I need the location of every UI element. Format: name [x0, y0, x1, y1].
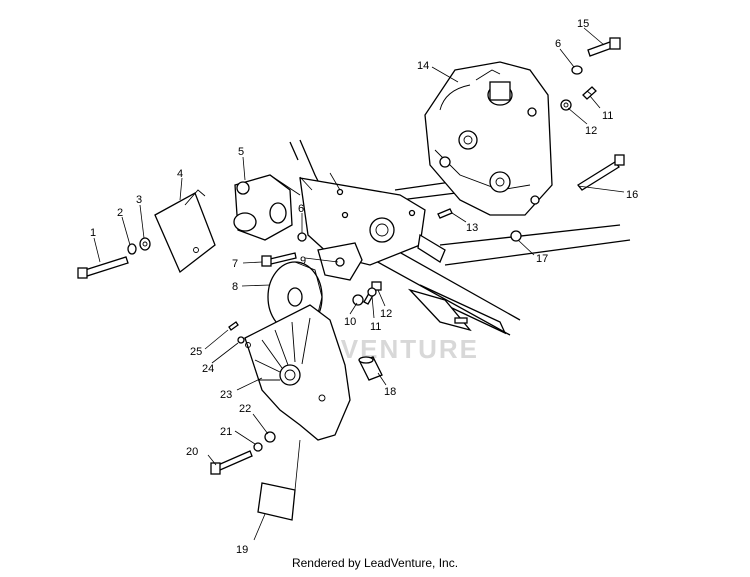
bolt-7 — [261, 252, 297, 267]
callout-14: 14 — [417, 60, 429, 72]
bolt-1 — [77, 256, 129, 279]
callout-6-right: 6 — [555, 38, 561, 50]
callout-11-lower: 11 — [370, 321, 381, 333]
callout-24: 24 — [202, 363, 214, 375]
callout-9: 9 — [300, 255, 306, 267]
bolt-15 — [587, 37, 621, 57]
bolt-20 — [210, 450, 253, 475]
bolt-11-upper — [582, 86, 597, 100]
callout-labels: 1 2 3 4 5 6 6 7 8 9 10 11 11 12 12 13 14… — [90, 18, 638, 556]
callout-21: 21 — [220, 426, 232, 438]
callout-20: 20 — [186, 446, 198, 458]
callout-25: 25 — [190, 346, 202, 358]
callout-19: 19 — [236, 544, 248, 556]
callout-18: 18 — [384, 386, 396, 398]
callout-8: 8 — [232, 281, 238, 293]
callout-1: 1 — [90, 227, 96, 239]
callout-13: 13 — [466, 222, 478, 234]
callout-23: 23 — [220, 389, 232, 401]
callout-12-lower: 12 — [380, 308, 392, 320]
decal — [257, 482, 296, 521]
callout-10: 10 — [344, 316, 356, 328]
callout-11-upper: 11 — [602, 110, 613, 122]
callout-15: 15 — [577, 18, 589, 30]
callout-6-left: 6 — [298, 203, 304, 215]
callout-5: 5 — [238, 146, 244, 158]
pulley-bracket — [233, 174, 301, 241]
spacer — [358, 356, 383, 381]
footer-credit: Rendered by LeadVenture, Inc. — [291, 556, 459, 570]
cover-plate — [154, 189, 216, 274]
mounting-plate — [299, 177, 446, 281]
callout-16: 16 — [626, 189, 638, 201]
callout-12-upper: 12 — [585, 125, 597, 137]
gearbox-housing — [424, 61, 553, 216]
bolt-13 — [437, 208, 453, 219]
callout-2: 2 — [117, 207, 123, 219]
callout-3: 3 — [136, 194, 142, 206]
callout-7: 7 — [232, 258, 238, 270]
belt-guard — [244, 304, 351, 441]
bolt-16 — [577, 154, 625, 191]
callout-4: 4 — [177, 168, 183, 180]
callout-17: 17 — [536, 253, 548, 265]
callout-22: 22 — [239, 403, 251, 415]
washers-and-nuts — [127, 65, 583, 452]
leader-lines — [93, 27, 625, 541]
